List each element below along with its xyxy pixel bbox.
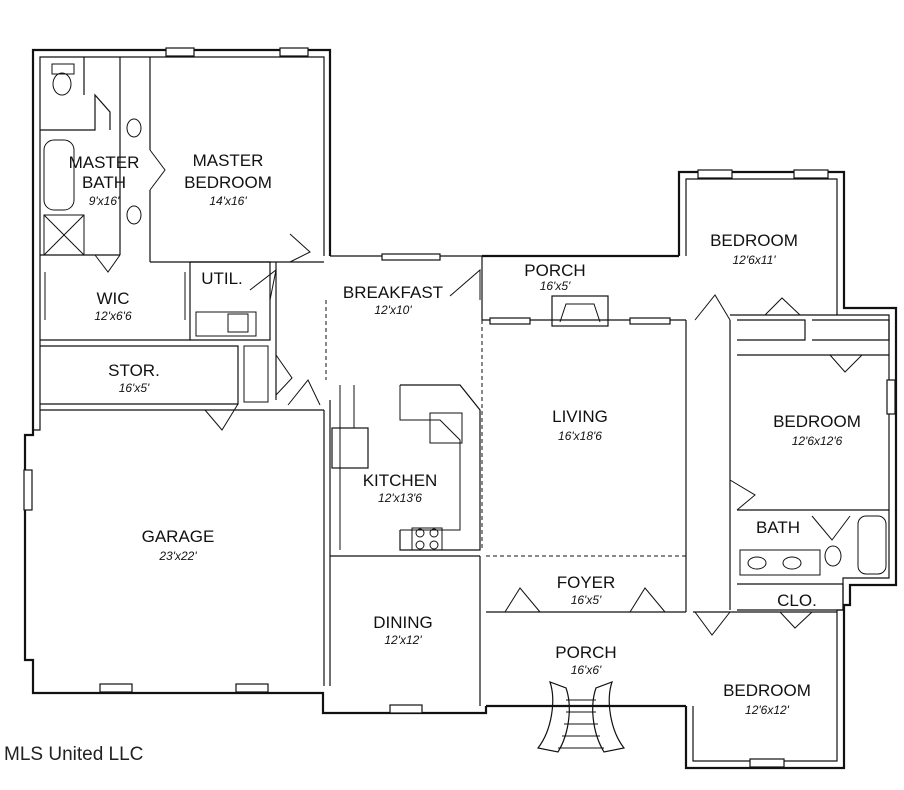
wic-dims: 12'x6'6 — [94, 309, 132, 323]
windows — [23, 47, 896, 768]
living-label: LIVING — [552, 407, 608, 426]
bedroom-3-label: BEDROOM — [723, 681, 811, 700]
porch-front-label: PORCH — [555, 643, 616, 662]
bedroom-2-label: BEDROOM — [773, 412, 861, 431]
garage-dims: 23'x22' — [158, 549, 197, 563]
front-steps — [536, 680, 626, 753]
foyer-label: FOYER — [557, 573, 616, 592]
breakfast-label: BREAKFAST — [343, 283, 443, 302]
bedroom-2-dims: 12'6x12'6 — [792, 434, 843, 448]
bedroom-3-dims: 12'6x12' — [745, 703, 790, 717]
stor-label: STOR. — [108, 361, 160, 380]
stor-dims: 16'x5' — [119, 381, 150, 395]
porch-back-label: PORCH — [524, 261, 585, 280]
clo-label: CLO. — [777, 591, 817, 610]
bedroom-1-dims: 12'6x11' — [732, 253, 776, 267]
door-swings — [94, 149, 863, 636]
bath-label: BATH — [756, 518, 800, 537]
porch-back-dims: 16'x5' — [540, 279, 571, 293]
master-bath-dims: 9'x16' — [89, 194, 120, 208]
living-dims: 16'x18'6 — [558, 429, 602, 443]
bedroom-1-label: BEDROOM — [710, 231, 798, 250]
master-bath-label-line2: BATH — [82, 173, 126, 192]
master-bedroom-dims: 14'x16' — [209, 194, 247, 208]
dining-label: DINING — [373, 613, 433, 632]
room-labels: MASTER BATH 9'x16' MASTER BEDROOM 14'x16… — [69, 151, 861, 717]
kitchen-label: KITCHEN — [363, 471, 438, 490]
kitchen-dims: 12'x13'6 — [378, 491, 422, 505]
util-label: UTIL. — [201, 269, 243, 288]
garage-label: GARAGE — [142, 527, 215, 546]
dining-dims: 12'x12' — [384, 633, 422, 647]
master-bedroom-label-line2: BEDROOM — [184, 173, 272, 192]
wic-label: WIC — [96, 289, 129, 308]
watermark: MLS United LLC — [4, 744, 143, 765]
porch-front-dims: 16'x6' — [571, 663, 602, 677]
master-bath-label-line1: MASTER — [69, 153, 140, 172]
breakfast-dims: 12'x10' — [374, 303, 412, 317]
foyer-dims: 16'x5' — [571, 593, 602, 607]
master-bedroom-label-line1: MASTER — [193, 151, 264, 170]
interior-walls — [40, 57, 890, 706]
